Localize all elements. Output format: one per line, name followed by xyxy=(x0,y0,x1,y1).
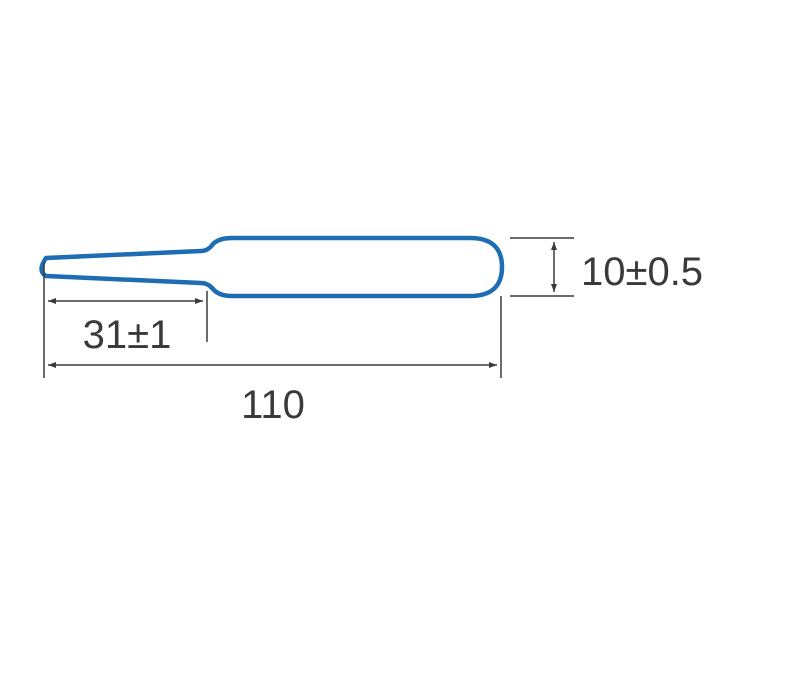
overall-length-label: 110 xyxy=(241,383,305,427)
extension-lines xyxy=(43,237,574,378)
width-label: 10±0.5 xyxy=(581,250,703,294)
tip-length-dimension xyxy=(48,298,203,304)
width-dimension xyxy=(551,242,557,292)
tweezers-outline xyxy=(39,235,505,299)
tip-length-label: 31±1 xyxy=(83,313,172,357)
overall-length-dimension xyxy=(48,362,497,368)
